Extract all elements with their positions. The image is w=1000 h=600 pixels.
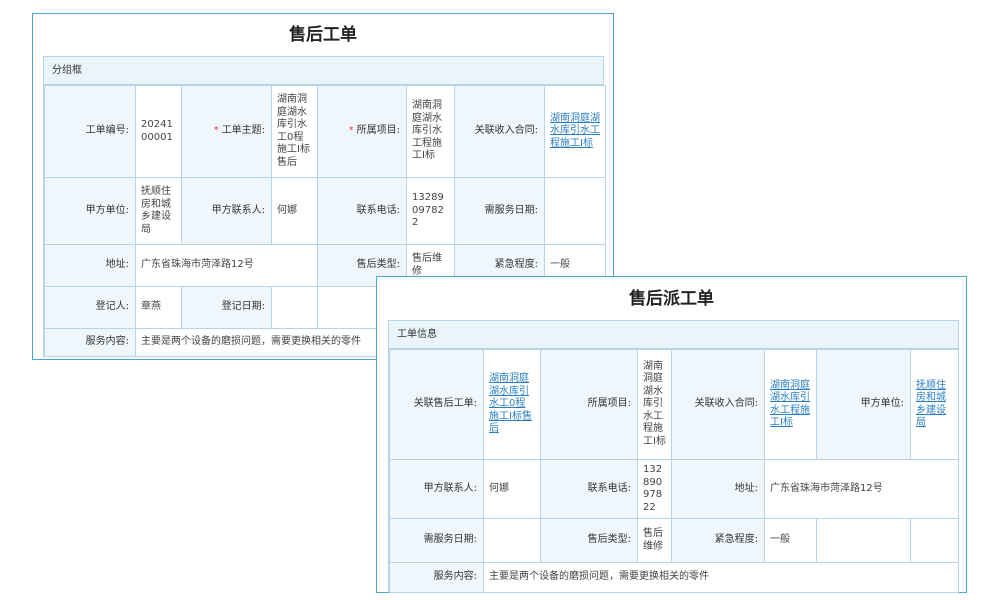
order-cell: 湖南洞庭湖水库引水工0程施工I标售后 [483, 349, 541, 460]
phone-value: 13289097822 [406, 177, 455, 245]
phone-label: 联系电话: [317, 177, 407, 245]
required-mark: * [348, 125, 354, 137]
empty-cell [816, 518, 911, 563]
form-table: 关联售后工单: 湖南洞庭湖水库引水工0程施工I标售后 所属项目: 湖南洞庭湖水库… [389, 349, 959, 593]
service-date-label: 需服务日期: [389, 518, 484, 563]
registrant-value: 章燕 [135, 286, 182, 329]
address-value: 广东省珠海市菏泽路12号 [135, 244, 318, 287]
order-no-value: 2024100001 [135, 85, 182, 178]
contract-cell: 湖南洞庭湖水库引水工程施工I标 [544, 85, 606, 178]
group-title: 工单信息 [389, 321, 958, 349]
project-value: 湖南洞庭湖水库引水工程施工I标 [406, 85, 455, 178]
urgency-label: 紧急程度: [671, 518, 765, 563]
form-title: 售后工单 [289, 25, 357, 45]
contract-label: 关联收入合同: [454, 85, 545, 178]
empty-cell [910, 518, 959, 563]
contract-link[interactable]: 湖南洞庭湖水库引水工程施工I标 [550, 112, 600, 149]
group-box: 工单信息 关联售后工单: 湖南洞庭湖水库引水工0程施工I标售后 所属项目: 湖南… [388, 320, 959, 593]
form-row: 工单编号: 2024100001 *工单主题: 湖南洞庭湖水库引水工0程施工I标… [44, 85, 606, 178]
content-label: 服务内容: [389, 562, 484, 593]
party-label: 甲方单位: [816, 349, 911, 460]
form-row: 需服务日期: 售后类型: 售后维修 紧急程度: 一般 [389, 518, 959, 563]
type-value: 售后维修 [637, 518, 672, 563]
contract-cell: 湖南洞庭湖水库引水工程施工I标 [764, 349, 817, 460]
urgency-value: 一般 [764, 518, 817, 563]
order-label: 关联售后工单: [389, 349, 484, 460]
phone-value: 13289097822 [637, 459, 672, 519]
party-value: 抚顺住房和城乡建设局 [135, 177, 182, 245]
address-label: 地址: [671, 459, 765, 519]
content-label: 服务内容: [44, 328, 136, 357]
form-title: 售后派工单 [629, 289, 714, 309]
address-value: 广东省珠海市菏泽路12号 [764, 459, 959, 519]
phone-label: 联系电话: [540, 459, 638, 519]
required-mark: * [213, 125, 219, 137]
subject-label: *工单主题: [181, 85, 272, 178]
service-date-label: 需服务日期: [454, 177, 545, 245]
party-link[interactable]: 抚顺住房和城乡建设局 [916, 379, 946, 429]
service-date-value [483, 518, 541, 563]
form-row: 服务内容: 主要是两个设备的磨损问题，需要更换相关的零件 [389, 562, 959, 593]
registrant-label: 登记人: [44, 286, 136, 329]
party-label: 甲方单位: [44, 177, 136, 245]
project-label: *所属项目: [317, 85, 407, 178]
contract-label: 关联收入合同: [671, 349, 765, 460]
form-row: 甲方单位: 抚顺住房和城乡建设局 甲方联系人: 何娜 联系电话: 1328909… [44, 177, 606, 245]
contact-label: 甲方联系人: [389, 459, 484, 519]
address-label: 地址: [44, 244, 136, 287]
contact-value: 何娜 [483, 459, 541, 519]
order-link[interactable]: 湖南洞庭湖水库引水工0程施工I标售后 [489, 373, 532, 435]
reg-date-value [271, 286, 318, 329]
contact-label: 甲方联系人: [181, 177, 272, 245]
dispatch-order-form: 售后派工单 工单信息 关联售后工单: 湖南洞庭湖水库引水工0程施工I标售后 所属… [376, 276, 967, 593]
form-row: 关联售后工单: 湖南洞庭湖水库引水工0程施工I标售后 所属项目: 湖南洞庭湖水库… [389, 349, 959, 460]
project-label: 所属项目: [540, 349, 638, 460]
contact-value: 何娜 [271, 177, 318, 245]
subject-value: 湖南洞庭湖水库引水工0程施工I标售后 [271, 85, 318, 178]
service-date-value [544, 177, 606, 245]
reg-date-label: 登记日期: [181, 286, 272, 329]
project-value: 湖南洞庭湖水库引水工程施工I标 [637, 349, 672, 460]
form-row: 甲方联系人: 何娜 联系电话: 13289097822 地址: 广东省珠海市菏泽… [389, 459, 959, 519]
party-cell: 抚顺住房和城乡建设局 [910, 349, 959, 460]
contract-link[interactable]: 湖南洞庭湖水库引水工程施工I标 [770, 379, 810, 429]
type-label: 售后类型: [540, 518, 638, 563]
group-title: 分组框 [44, 57, 603, 85]
content-value: 主要是两个设备的磨损问题，需要更换相关的零件 [483, 562, 959, 593]
order-no-label: 工单编号: [44, 85, 136, 178]
